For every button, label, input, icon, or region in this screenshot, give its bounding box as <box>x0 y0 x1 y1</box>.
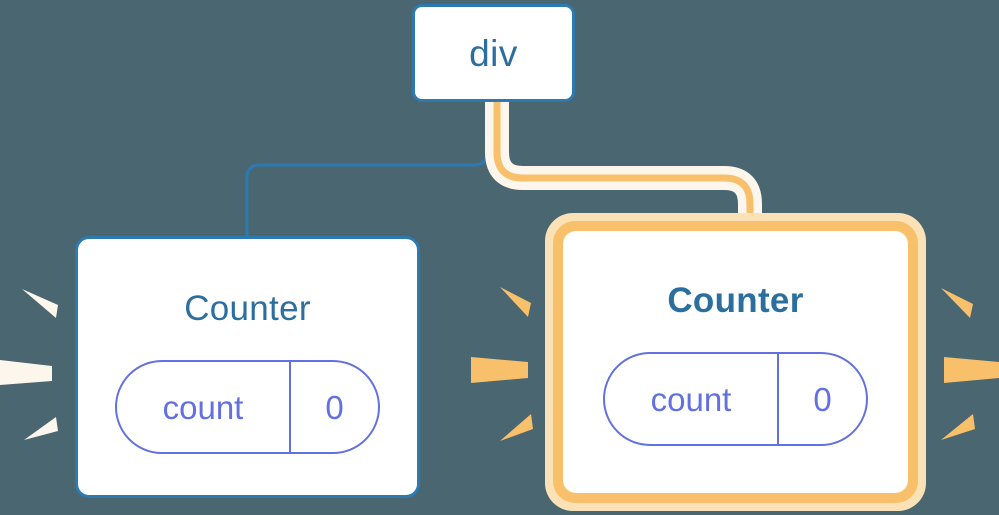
edge-div-to-counter-right <box>493 102 754 231</box>
state-pill-left[interactable]: count 0 <box>115 360 380 454</box>
edge-div-to-counter-left <box>245 102 489 236</box>
counter-left-body: Counter count 0 <box>78 239 417 495</box>
sparkle-burst-right-outer <box>941 288 999 440</box>
state-key-right: count <box>605 354 779 444</box>
node-div-label: div <box>469 32 518 74</box>
counter-left-title: Counter <box>184 289 311 328</box>
counter-right-body: Counter count 0 <box>563 231 908 493</box>
edge-div-to-counter-right-halo <box>485 102 762 231</box>
sparkle-burst-left-outer <box>0 289 58 440</box>
node-counter-right[interactable]: Counter count 0 <box>563 231 908 493</box>
state-pill-right[interactable]: count 0 <box>603 352 868 446</box>
counter-right-title: Counter <box>667 281 804 320</box>
state-value-right: 0 <box>813 380 832 418</box>
node-div[interactable]: div <box>412 4 575 102</box>
sparkle-burst-left-inner <box>471 287 533 441</box>
state-key-left: count <box>117 362 291 452</box>
node-counter-left[interactable]: Counter count 0 <box>75 236 420 498</box>
state-value-left: 0 <box>325 388 344 426</box>
